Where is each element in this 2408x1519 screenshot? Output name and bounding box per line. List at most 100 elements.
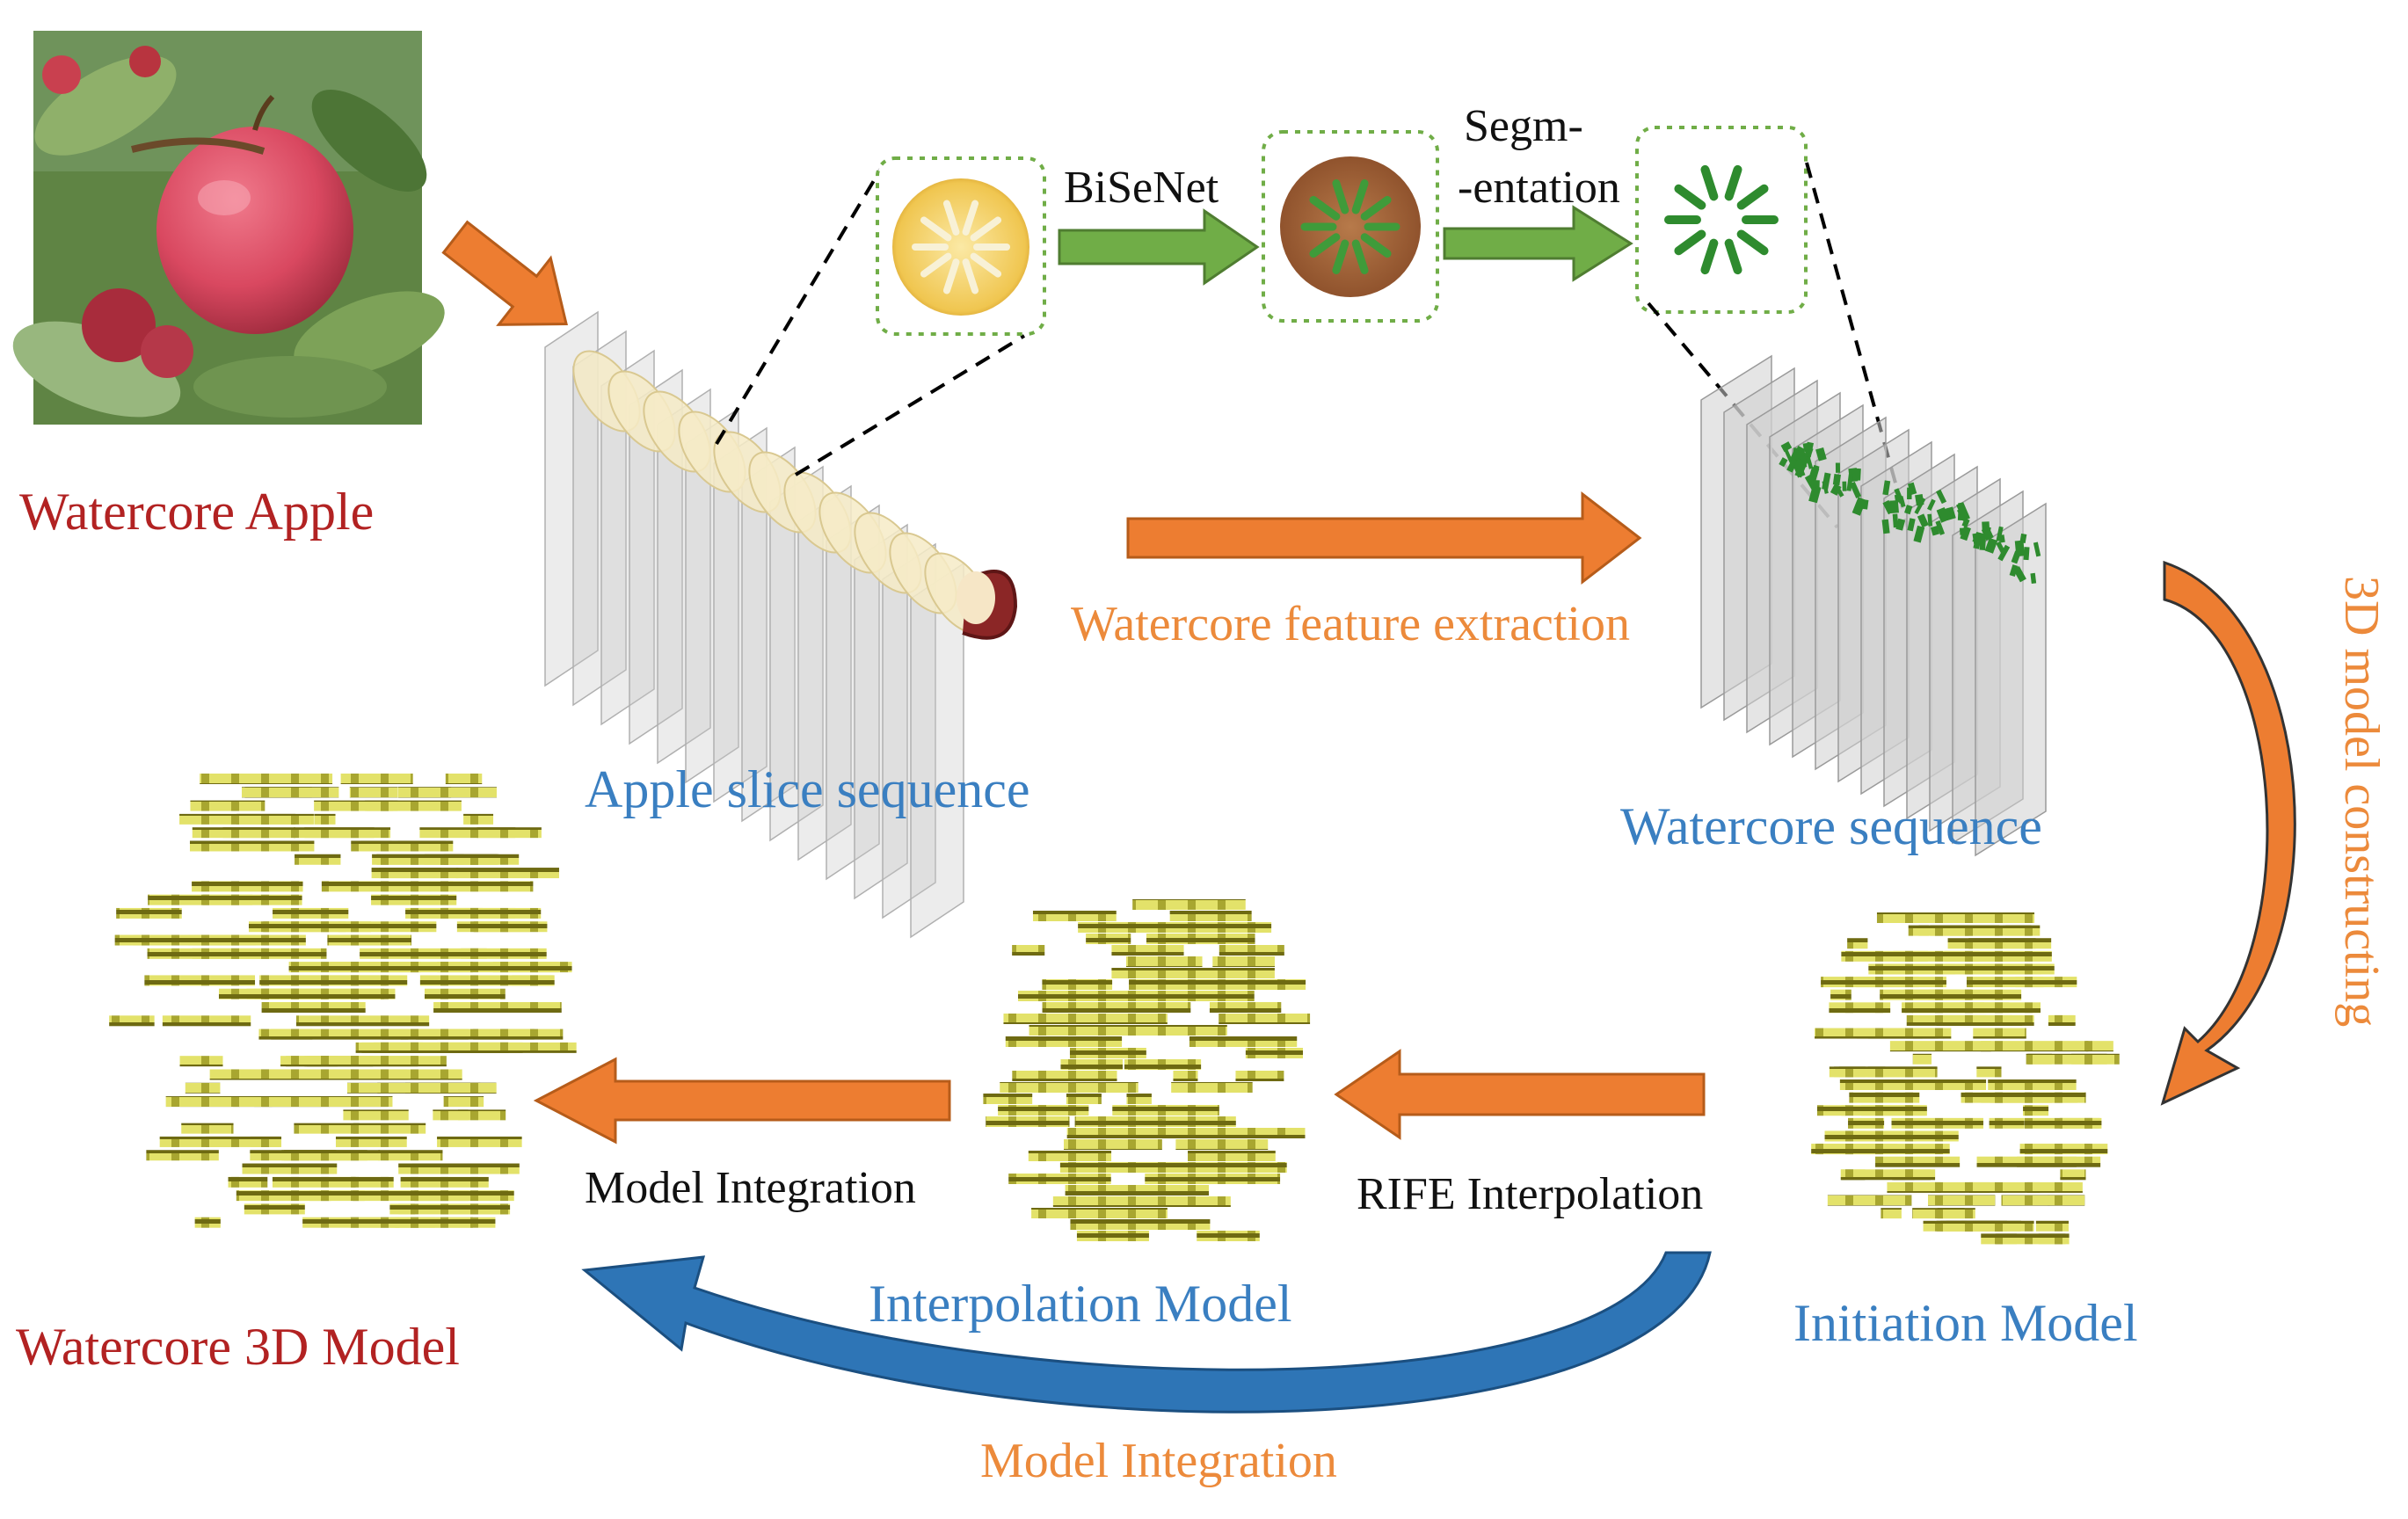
watercore-fragment xyxy=(1881,519,1890,534)
voxel-bar xyxy=(2060,1169,2086,1181)
voxel-bar xyxy=(1961,1092,2052,1103)
voxel-bar xyxy=(1112,922,1196,933)
voxel-bar xyxy=(1219,1014,1247,1024)
voxel-bar xyxy=(1821,977,1919,988)
voxel-bar xyxy=(1089,991,1139,1001)
voxel-bar xyxy=(1167,1219,1206,1230)
segmentation-label-line2: -entation xyxy=(1458,163,1620,213)
arrow-feature-extraction xyxy=(1126,491,1642,585)
voxel-bar xyxy=(983,1094,1033,1104)
watercore-fragment xyxy=(1996,526,2004,541)
voxel-bar xyxy=(469,1203,511,1215)
voxel-bar xyxy=(335,1136,407,1147)
watercore-fragment xyxy=(1960,526,1971,541)
voxel-bar xyxy=(400,1176,489,1188)
voxel-bar xyxy=(1173,1071,1198,1081)
voxel-bar xyxy=(1889,1041,1991,1052)
voxel-bar xyxy=(1061,1082,1082,1093)
voxel-bar xyxy=(1154,991,1255,1001)
voxel-bar xyxy=(1111,945,1184,956)
voxel-bar xyxy=(1209,1002,1280,1013)
voxel-bar xyxy=(1847,938,1868,949)
watercore-fragment xyxy=(1907,482,1917,496)
slice-plane xyxy=(629,368,683,745)
voxel-bar xyxy=(1154,968,1200,978)
watercore-fragment xyxy=(1892,513,1899,528)
voxel-bar xyxy=(327,934,412,946)
watercore-fragment xyxy=(2030,572,2037,584)
voxel-bar xyxy=(1042,979,1113,990)
watercore-fragment xyxy=(1852,468,1861,481)
voxel-bar xyxy=(492,962,559,973)
model-constructing-label: 3D model constructing xyxy=(2334,576,2389,1027)
voxel-bar xyxy=(998,1105,1089,1116)
voxel-bar xyxy=(2085,1041,2113,1052)
watercore-fragment xyxy=(1961,518,1970,528)
watercore-fragment xyxy=(1927,498,1936,511)
voxel-bar xyxy=(457,1109,506,1121)
voxel-bar xyxy=(259,975,360,986)
voxel-bar xyxy=(1052,1196,1091,1207)
watercore-fragment xyxy=(1997,544,2011,562)
watercore-fragment xyxy=(2014,540,2026,557)
voxel-bar xyxy=(1088,1208,1168,1218)
voxel-bar xyxy=(2005,938,2052,949)
voxel-bar xyxy=(1868,963,1910,975)
voxel-bar xyxy=(433,1109,469,1121)
voxel-bar xyxy=(192,881,284,892)
voxel-bar xyxy=(314,800,394,811)
voxel-bar xyxy=(1076,1231,1149,1241)
watercore-fragment xyxy=(1999,534,2005,543)
watercore-fragment xyxy=(1936,489,1947,505)
voxel-bar xyxy=(295,1015,430,1027)
voxel-bar xyxy=(1060,1059,1123,1070)
watercore-fragment xyxy=(1898,495,1906,508)
voxel-bar xyxy=(433,1002,534,1013)
voxel-bar xyxy=(424,988,506,999)
voxel-bar xyxy=(281,1150,381,1161)
voxel-bar xyxy=(185,1082,221,1094)
watercore-fragment xyxy=(1804,441,1815,458)
voxel-bar xyxy=(146,1150,219,1161)
watercore-fragment xyxy=(1861,499,1869,510)
voxel-bar xyxy=(2047,1195,2085,1206)
voxel-bar xyxy=(192,948,327,959)
watercore-fragment xyxy=(2033,541,2041,557)
watercore-fragment xyxy=(1982,521,1990,530)
core-spoke xyxy=(942,200,960,236)
voxel-bar xyxy=(1995,1233,2017,1245)
voxel-bar xyxy=(2023,1105,2049,1116)
voxel-bar xyxy=(1908,925,1929,936)
voxel-bar xyxy=(353,1123,426,1134)
arrow-model-integration xyxy=(533,1057,951,1145)
core-spoke xyxy=(962,200,979,236)
watercore-fragment xyxy=(1806,455,1814,469)
voxel-bar xyxy=(229,774,279,784)
voxel-bar xyxy=(1075,1139,1162,1150)
voxel-bar xyxy=(304,1056,374,1067)
voxel-bar xyxy=(372,962,421,973)
voxel-bar xyxy=(1994,912,2035,923)
watercore-fragment xyxy=(1882,499,1895,515)
voxel-bar xyxy=(1171,1082,1253,1093)
core-spoke xyxy=(1674,184,1706,210)
core-spoke xyxy=(1724,164,1742,201)
voxel-bar xyxy=(1111,968,1144,978)
watercore-fragment xyxy=(1984,537,1998,554)
watercore-fragment xyxy=(1904,505,1913,515)
voxel-bar xyxy=(1829,1066,1938,1078)
arrow-apple-to-slices xyxy=(441,220,568,326)
arrow-bisenet xyxy=(1058,208,1260,286)
voxel-bar xyxy=(1146,934,1225,944)
voxel-bar xyxy=(1031,1208,1090,1218)
voxel-bar xyxy=(1080,1025,1157,1036)
zoom-line xyxy=(794,334,1026,476)
voxel-bar xyxy=(294,1123,360,1134)
watercore-fragment xyxy=(1835,462,1841,473)
watercore-fragment xyxy=(1907,518,1916,532)
voxel-bar xyxy=(2026,1053,2107,1065)
voxel-bar xyxy=(349,787,398,798)
slice-plane xyxy=(685,407,739,784)
core-spoke xyxy=(1351,179,1369,214)
